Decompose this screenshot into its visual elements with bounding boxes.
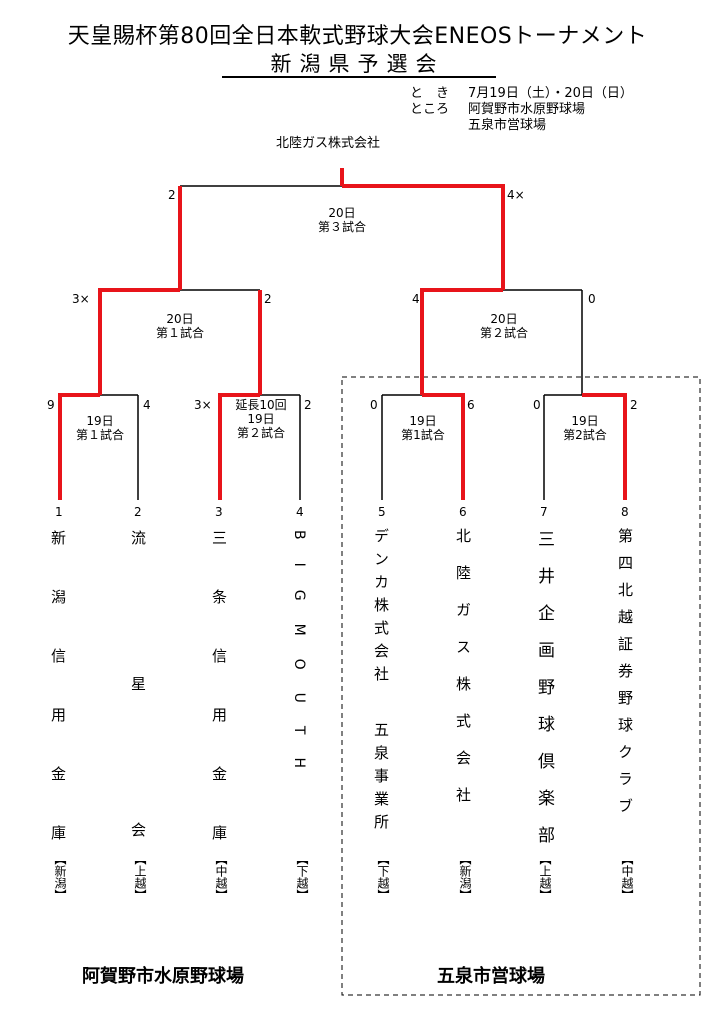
venue-right-label: 五泉市営球場 [437, 966, 545, 987]
r1-g1-game: 第１試合 [75, 428, 124, 442]
semi-left-game-label: 20日 第１試合 [140, 312, 220, 340]
team-number-5: 5 [378, 505, 386, 519]
team-pref-8: 【中越】 [620, 853, 634, 901]
semi-left-right-score: 2 [264, 292, 272, 306]
r1-g2-left-score: 3× [194, 398, 212, 412]
team-name-5: デンカ株式会社 [372, 528, 390, 689]
subtitle-underline [222, 76, 496, 78]
r1-g2-game-label: 延長10回 19日 第２試合 [224, 398, 298, 440]
team-pref-4: 【下越】 [295, 853, 309, 901]
champion-name: 北陸ガス株式会社 [276, 136, 381, 151]
team-pref-2: 【上越】 [133, 853, 147, 901]
team-name-3: 三条信用金庫 [210, 530, 228, 884]
team-name-2: 流星会 [129, 530, 147, 968]
final-game: 第３試合 [317, 220, 366, 234]
team-number-2: 2 [134, 505, 142, 519]
semi-right-day: 20日 [490, 312, 518, 326]
team-name-6: 北陸ガス株式会社 [454, 528, 472, 824]
team-number-1: 1 [55, 505, 63, 519]
final-day: 20日 [328, 206, 356, 220]
semi-left-left-score: 3× [72, 292, 90, 306]
r1-g3-game: 第1試合 [401, 428, 445, 442]
team-number-4: 4 [296, 505, 304, 519]
team-pref-7: 【上越】 [538, 853, 552, 901]
r1-g3-right-score: 6 [467, 398, 475, 412]
where-value-1: 阿賀野市水原野球場 [468, 102, 586, 117]
team-pref-3: 【中越】 [214, 853, 228, 901]
team-number-8: 8 [621, 505, 629, 519]
r1-g3-winner-path [422, 393, 465, 500]
where-label: ところ [410, 102, 450, 117]
r1-g3-left-score: 0 [370, 398, 378, 412]
r1-g4-game: 第2試合 [563, 428, 607, 442]
final-left-score: 2 [168, 188, 176, 202]
final-right-path [342, 184, 505, 290]
venue-left-label: 阿賀野市水原野球場 [82, 966, 244, 987]
team-name-8: 第四北越証券野球クラブ [616, 528, 634, 825]
r1-g2-note: 延長10回 [235, 398, 287, 412]
team-number-6: 6 [459, 505, 467, 519]
r1-g1-right-score: 4 [143, 398, 151, 412]
team-number-3: 3 [215, 505, 223, 519]
team-name-5-line2: 五泉事業所 [372, 722, 390, 837]
semi-right-left-score: 4 [412, 292, 420, 306]
when-value: 7月19日（土）・20日（日） [468, 86, 633, 101]
semi-left-day: 20日 [166, 312, 194, 326]
semi-right-game: 第２試合 [479, 326, 528, 340]
semi-left-path [98, 288, 180, 395]
r1-g4-game-label: 19日 第2試合 [548, 414, 622, 442]
goisen-venue-frame [341, 376, 701, 996]
team-pref-6: 【新潟】 [458, 853, 472, 901]
team-number-7: 7 [540, 505, 548, 519]
r1-g2-day: 19日 [247, 412, 275, 426]
tournament-subtitle: 新潟県予選会 [270, 52, 445, 76]
r1-g2-game: 第２試合 [236, 426, 285, 440]
r1-g1-left-score: 9 [47, 398, 55, 412]
r1-g4-left-score: 0 [533, 398, 541, 412]
final-game-label: 20日 第３試合 [300, 206, 384, 234]
r1-g4-right-score: 2 [630, 398, 638, 412]
when-label: と き [410, 86, 450, 101]
team-name-1: 新潟信用金庫 [49, 530, 67, 884]
team-name-7: 三井企画野球倶楽部 [534, 530, 554, 863]
semi-right-game-label: 20日 第２試合 [462, 312, 546, 340]
r1-g1-day: 19日 [86, 414, 114, 428]
r1-g4-winner-path [582, 393, 627, 500]
semi-left-game: 第１試合 [155, 326, 204, 340]
team-name-4: BIGMOUTH [291, 530, 307, 792]
r1-g1-game-label: 19日 第１試合 [64, 414, 136, 442]
team-pref-1: 【新潟】 [53, 853, 67, 901]
semi-right-right-score: 0 [588, 292, 596, 306]
where-value-2: 五泉市営球場 [468, 118, 547, 133]
r1-g2-winner-path [218, 393, 260, 500]
r1-g3-day: 19日 [409, 414, 437, 428]
tournament-title: 天皇賜杯第80回全日本軟式野球大会ENEOSトーナメント [67, 24, 648, 49]
r1-g4-day: 19日 [571, 414, 599, 428]
r1-g2-right-score: 2 [304, 398, 312, 412]
semi-right-path [420, 288, 503, 395]
r1-g3-game-label: 19日 第1試合 [386, 414, 460, 442]
team-pref-5: 【下越】 [376, 853, 390, 901]
r1-g1-winner-path [58, 393, 100, 500]
final-right-score: 4× [507, 188, 525, 202]
